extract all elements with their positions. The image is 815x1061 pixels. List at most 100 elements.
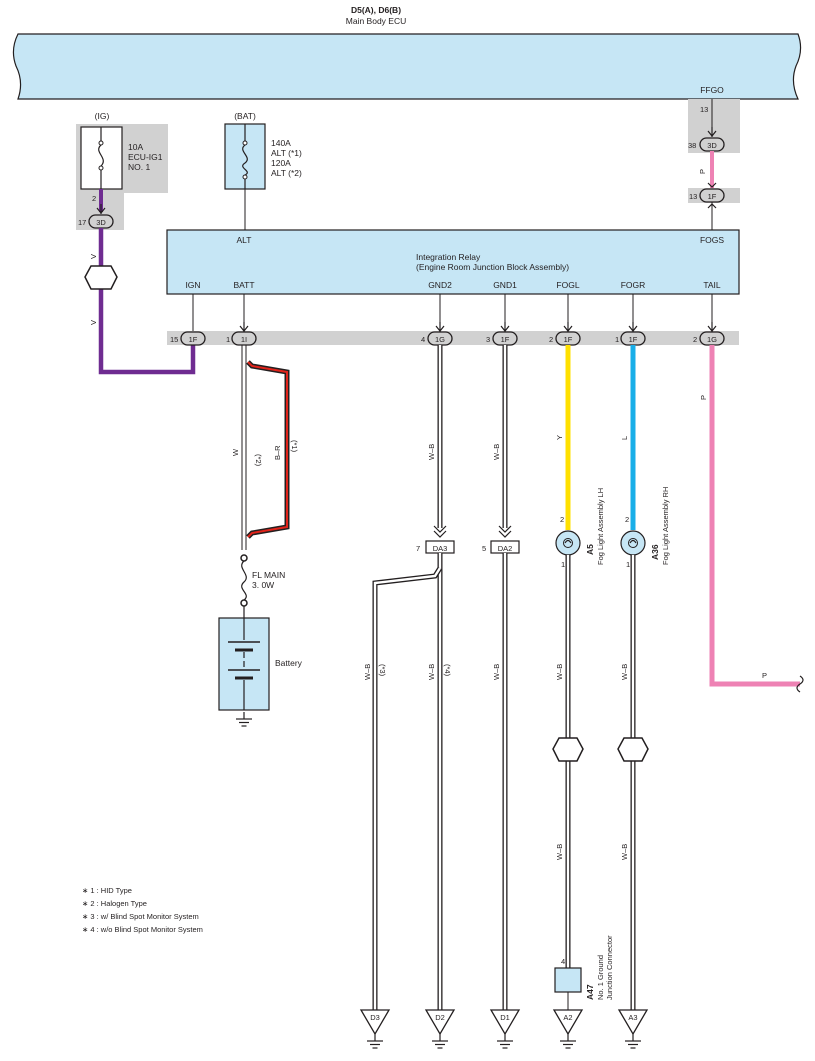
fog-light-lh-icon [555,530,581,556]
fog-lh-pin-top: 2 [560,515,564,524]
svg-text:1F: 1F [501,335,510,344]
da3-pin: 7 [416,544,420,553]
svg-text:15: 15 [170,335,178,344]
wire-wb-fogl: W–B [555,664,564,680]
main-body-ecu: D5(A), D6(B) Main Body ECU FFGO [12,5,802,100]
svg-text:2: 2 [549,335,553,344]
da3-label: DA3 [433,544,448,553]
fog-rh-code: A36 [650,544,660,560]
fogr-wire: L 2 1 A36 Fog Light Assembly RH W–B W–B [617,345,670,1010]
ig-fuse-rating: 10A [128,142,143,152]
wire-wb-fogr-2: W–B [620,844,629,860]
note-ref-1: (*1) [290,440,299,453]
svg-text:1G: 1G [435,335,445,344]
svg-text:1: 1 [226,335,230,344]
svg-text:1F: 1F [189,335,198,344]
svg-text:1F: 1F [708,192,717,201]
relay-name: Integration Relay [416,252,481,262]
junction-connector [554,967,582,993]
gnd1-wire: W–B DA2 5 W–B [482,345,520,1010]
ffgo-wire: 13 3D 38 P 1F 13 [688,99,740,230]
battery-label: Battery [275,658,303,668]
bat-fuse-n2: ALT (*2) [271,168,302,178]
wire-p-tail: P [699,395,708,400]
fog-lh-pin-bot: 1 [561,560,565,569]
svg-text:3D: 3D [707,141,717,150]
svg-text:D2: D2 [435,1013,445,1022]
note-3: ∗ 3 : w/ Blind Spot Monitor System [82,912,199,921]
relay-fogl: FOGL [556,280,579,290]
ig-fuse-name2: NO. 1 [128,162,150,172]
svg-text:1I: 1I [241,335,247,344]
wire-wb-gnd1: W–B [492,444,501,460]
svg-text:1: 1 [615,335,619,344]
pin-38: 38 [688,141,696,150]
svg-text:1F: 1F [564,335,573,344]
pin-13b: 13 [689,192,697,201]
da2-pin: 5 [482,544,486,553]
batt-wires: W (*2) B–R (*1) [231,345,299,550]
fl-main-label: FL MAIN [252,570,285,580]
tail-wire: P P [699,345,804,693]
fog-light-rh-icon [620,530,646,556]
relay-gnd1: GND1 [493,280,517,290]
ground-d1: D1 [489,1009,521,1049]
wire-p-top: P [698,169,707,174]
note-ref-2: (*2) [254,454,263,467]
wire-v-1: V [89,254,98,259]
bat-source: (BAT) [234,111,256,121]
relay-connectors: 1F 15 1I 1 1G 4 1F 3 1F 2 1F 1 1G 2 [170,331,725,346]
fl-main-rating: 3. 0W [252,580,274,590]
relay-sub: (Engine Room Junction Block Assembly) [416,262,569,272]
connector-strip [167,331,739,345]
note-2: ∗ 2 : Halogen Type [82,899,147,908]
wire-wb-d2: W–B [427,664,436,680]
integration-relay: ALT FOGS Integration Relay (Engine Room … [166,229,740,295]
ecu-code: D5(A), D6(B) [351,5,401,15]
pin-13: 13 [700,105,708,114]
pin-17: 17 [78,218,86,227]
wire-wb-gnd2: W–B [427,444,436,460]
svg-text:1G: 1G [707,335,717,344]
svg-text:3D: 3D [96,218,106,227]
fog-rh-pin-top: 2 [625,515,629,524]
relay-fogr: FOGR [621,280,646,290]
wire-p-end: P [762,671,767,680]
junction-name1: No. 1 Ground [596,955,605,1000]
junction-name2: Junction Connector [605,935,614,1000]
wire-wb-fogr: W–B [620,664,629,680]
fog-lh-name: Fog Light Assembly LH [596,488,605,565]
relay-batt: BATT [233,280,254,290]
note-1: ∗ 1 : HID Type [82,886,132,895]
ground-a3: A3 [617,1009,649,1049]
junction-code: A47 [585,984,595,1000]
svg-text:A3: A3 [628,1013,637,1022]
ig-fuse-name: ECU-IG1 [128,152,163,162]
gnd2-wire: W–B DA3 7 W–B (*3) W–B (*4) [363,345,455,1010]
svg-text:4: 4 [421,335,425,344]
svg-text:1F: 1F [629,335,638,344]
note-4: ∗ 4 : w/o Blind Spot Monitor System [82,925,203,934]
fog-rh-name: Fog Light Assembly RH [661,487,670,565]
svg-text:2: 2 [693,335,697,344]
relay-fogs: FOGS [700,235,724,245]
note-ref-4: (*4) [443,664,452,677]
fog-lh-code: A5 [585,544,595,555]
wire-wb-fogl-2: W–B [555,844,564,860]
relay-ign: IGN [185,280,200,290]
relay-pin-leads [192,294,717,333]
wire-y: Y [555,435,564,440]
svg-text:3: 3 [486,335,490,344]
relay-gnd2: GND2 [428,280,452,290]
fog-rh-pin-bot: 1 [626,560,630,569]
note-ref-3: (*3) [378,664,387,677]
wire-br: B–R [273,445,282,460]
ground-d3: D3 [359,1009,391,1049]
relay-tail: TAIL [703,280,721,290]
bat-fuse-n1: ALT (*1) [271,148,302,158]
bat-fuse-r1: 140A [271,138,291,148]
da2-label: DA2 [498,544,513,553]
svg-text:D3: D3 [370,1013,380,1022]
ig-fuse-pin: 2 [92,194,96,203]
